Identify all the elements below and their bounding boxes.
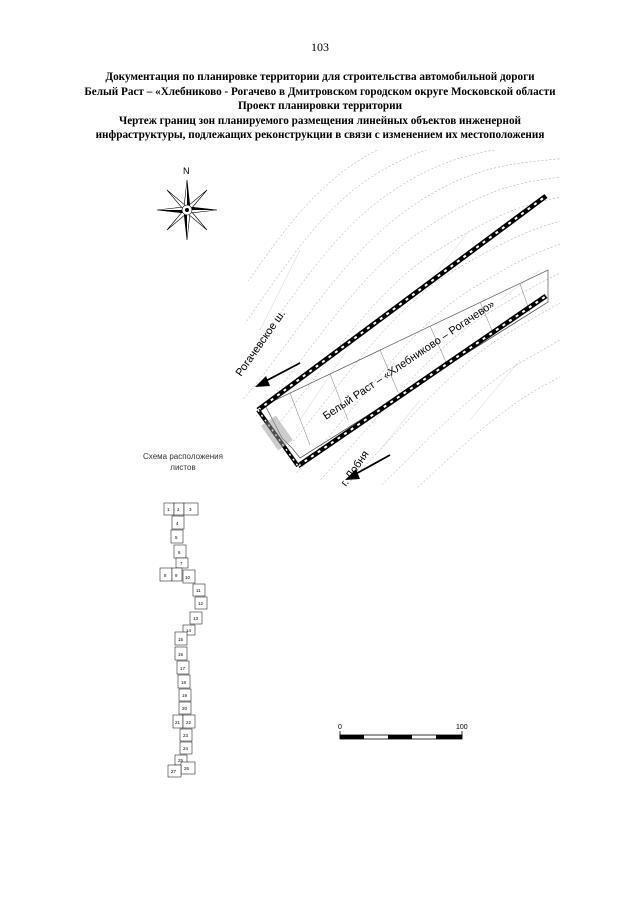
label-rogachev-road: Рогачевское ш. — [234, 308, 288, 379]
sheet-label-25: 25 — [178, 758, 184, 763]
map-area-secondary-lines — [259, 229, 541, 451]
sheet-label-13: 13 — [193, 616, 199, 621]
arrow-to-rogachev — [255, 362, 301, 387]
sheet-label-27: 27 — [171, 769, 177, 774]
sheet-label-16: 16 — [178, 652, 184, 657]
scale-start-label: 0 — [338, 724, 342, 731]
page-number: 103 — [311, 40, 329, 54]
sheet-label-12: 12 — [198, 601, 204, 606]
topographic-contours — [240, 150, 560, 500]
sheet-label-26: 26 — [184, 766, 190, 771]
sheet-13 — [189, 611, 203, 625]
sheet-label-24: 24 — [183, 746, 189, 751]
sheet-label-11: 11 — [196, 588, 201, 593]
sheet-label-5: 5 — [175, 535, 178, 540]
header-line-3: Проект планировки территории — [237, 100, 403, 112]
header-line-1: Документация по планировке территории дл… — [105, 71, 535, 83]
sheet-label-6: 6 — [178, 550, 181, 555]
sheet-17 — [176, 660, 190, 675]
sheet-3 — [183, 502, 199, 516]
sheet-11 — [192, 583, 206, 597]
sheet-labels: 1 2 3 4 5 6 7 8 9 10 11 12 13 14 15 16 1… — [164, 507, 204, 774]
sheet-label-1: 1 — [167, 507, 170, 512]
sheet-27 — [167, 764, 182, 778]
planned-zone-boundary-lower — [296, 293, 548, 469]
sheet-scheme-title-line-2: листов — [170, 463, 196, 472]
sheet-label-22: 22 — [186, 720, 192, 725]
zone-cross-lines — [289, 283, 531, 446]
document-header: Документация по планировке территории дл… — [20, 70, 620, 143]
sheet-layout-scheme — [159, 502, 208, 778]
sheet-label-21: 21 — [175, 720, 181, 725]
sheet-scheme-title: Схема расположения листов — [118, 451, 248, 473]
sheet-label-9: 9 — [175, 573, 178, 578]
label-main-road: Белый Раст – «Хлебниково – Рогачево» — [321, 298, 497, 422]
sheet-label-2: 2 — [177, 507, 180, 512]
junction-hatch — [261, 415, 293, 451]
header-line-5: инфраструктуры, подлежащих реконструкции… — [95, 129, 545, 141]
sheet-label-14: 14 — [186, 628, 192, 633]
sheet-label-19: 19 — [182, 693, 188, 698]
sheet-19 — [178, 688, 192, 702]
sheet-18 — [177, 674, 191, 689]
sheet-10 — [182, 569, 196, 584]
sheet-14 — [182, 624, 196, 636]
sheet-23 — [179, 728, 193, 742]
scale-end-label: 100 — [456, 724, 468, 731]
sheet-label-4: 4 — [176, 521, 179, 526]
sheet-label-17: 17 — [180, 666, 186, 671]
compass-rose-icon — [156, 179, 218, 241]
sheet-16 — [174, 646, 188, 661]
sheet-22 — [182, 714, 196, 729]
sheet-label-8: 8 — [164, 573, 167, 578]
planned-zone-boundary-upper — [256, 193, 548, 413]
sheet-9 — [171, 567, 183, 582]
arrow-to-lobnya — [345, 454, 391, 480]
sheet-label-23: 23 — [183, 733, 189, 738]
sheet-label-7: 7 — [180, 561, 183, 566]
sheet-5 — [170, 529, 184, 544]
sheet-15 — [174, 631, 188, 646]
compass-north-label: N — [183, 166, 190, 176]
sheet-label-3: 3 — [189, 507, 192, 512]
sheet-label-18: 18 — [181, 680, 187, 685]
header-line-2: Белый Раст – «Хлебниково - Рогачево в Дм… — [84, 85, 556, 98]
sheet-12 — [194, 596, 208, 610]
header-line-4: Чертеж границ зон планируемого размещени… — [119, 114, 521, 127]
scale-bar — [339, 731, 463, 740]
sheet-20 — [178, 701, 192, 715]
sheet-scheme-title-line-1: Схема расположения — [143, 452, 223, 461]
sheet-label-20: 20 — [182, 706, 188, 711]
sheet-4 — [171, 515, 185, 530]
sheet-24 — [179, 741, 193, 755]
sheet-label-10: 10 — [185, 575, 191, 580]
sheet-label-15: 15 — [178, 637, 184, 642]
